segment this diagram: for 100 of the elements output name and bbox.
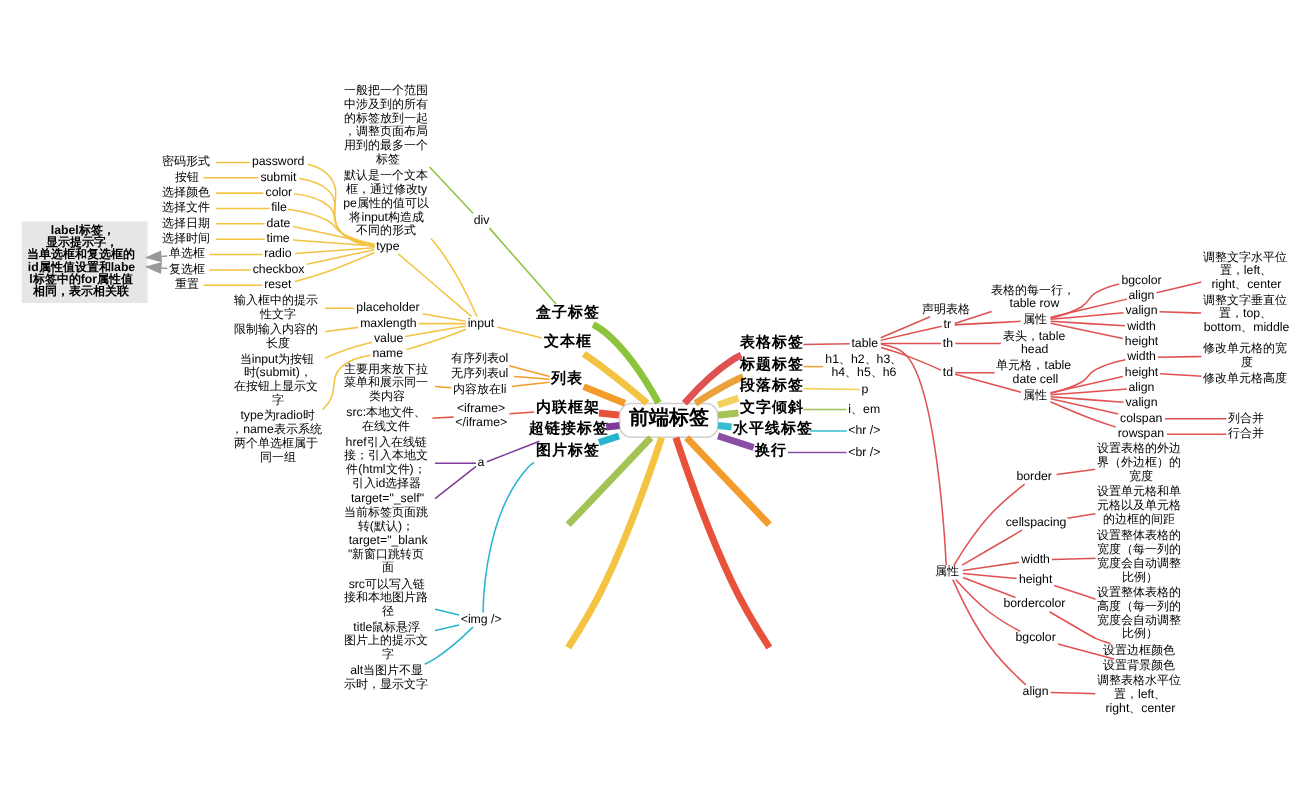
connector: [1049, 388, 1128, 396]
connector: [1053, 584, 1097, 600]
connector: [1049, 320, 1126, 327]
connector: [954, 373, 1022, 393]
connector: [488, 227, 557, 305]
connector: [1157, 355, 1203, 358]
connector: [1159, 373, 1203, 377]
connector: [434, 385, 453, 389]
arrow: [144, 250, 168, 263]
connector: [684, 435, 772, 528]
connector: [582, 383, 627, 407]
connector: [961, 529, 1023, 566]
connector: [202, 284, 263, 286]
node-text: 标题标签: [740, 354, 805, 373]
connector: [1049, 401, 1117, 428]
connector: [202, 177, 260, 179]
connector: [405, 328, 467, 351]
connector: [404, 325, 467, 338]
connector: [324, 326, 359, 333]
connector: [434, 608, 460, 616]
connector: [1055, 468, 1096, 476]
node-text: 列表: [551, 368, 584, 387]
connector: [681, 352, 743, 406]
connector: [215, 207, 271, 210]
arrow: [144, 262, 168, 274]
connector: [215, 238, 266, 240]
connector: [879, 325, 943, 342]
connector: [292, 225, 376, 245]
connector: [1049, 298, 1128, 319]
connector: [208, 253, 264, 256]
connector: [879, 316, 931, 339]
connector: [1164, 418, 1228, 420]
connector: [955, 578, 1022, 633]
connector: [513, 375, 551, 381]
connector: [431, 416, 455, 419]
node-text: 文本框: [543, 331, 592, 350]
node-text: 水平线标签: [733, 419, 814, 438]
node-text: 文字倾斜: [740, 397, 805, 416]
connector: [672, 436, 773, 650]
connector: [508, 365, 551, 378]
node-text: 段落标签: [740, 376, 805, 395]
connector: [1066, 512, 1097, 519]
connector: [802, 387, 861, 391]
connector: [428, 166, 474, 215]
connector: [953, 320, 1022, 326]
connector: [496, 326, 543, 339]
connector: [294, 251, 376, 283]
connector: [581, 351, 650, 406]
connector: [802, 365, 825, 368]
connector: [591, 321, 662, 405]
connector: [953, 310, 993, 325]
connector: [597, 432, 621, 446]
connector: [1049, 691, 1097, 695]
connector: [565, 436, 665, 650]
connector: [486, 440, 541, 463]
connector: [215, 192, 264, 194]
connector: [434, 462, 477, 465]
connector: [962, 572, 1018, 580]
connector: [787, 451, 848, 454]
connector: [417, 322, 467, 325]
connector: [294, 247, 376, 255]
connector: [954, 342, 1002, 345]
node-box: 前端标签: [618, 402, 719, 438]
connector: [879, 342, 942, 345]
connector: [717, 422, 732, 431]
connector: [292, 239, 376, 247]
connector: [1048, 611, 1112, 645]
connector: [1049, 283, 1120, 319]
connector: [306, 163, 376, 248]
connector: [421, 313, 467, 322]
connector: [962, 576, 1017, 599]
connector: [1049, 375, 1124, 394]
connector: [482, 461, 535, 614]
connector: [510, 381, 551, 388]
connector: [880, 346, 942, 371]
connector: [305, 248, 375, 265]
connector: [717, 432, 755, 451]
connector: [809, 430, 848, 432]
node-text: 超链接标签: [529, 419, 610, 438]
connector: [952, 578, 1027, 686]
connector: [962, 561, 1020, 572]
connector: [598, 409, 620, 419]
connector: [1049, 358, 1127, 395]
connector: [802, 343, 851, 346]
connector: [802, 408, 848, 411]
connector: [1049, 322, 1124, 340]
connector: [605, 422, 620, 431]
connector: [1049, 398, 1120, 415]
connector: [508, 411, 535, 415]
connector: [880, 343, 948, 566]
connector: [215, 223, 266, 225]
connector: [293, 192, 376, 247]
connector: [1155, 281, 1203, 294]
connector: [565, 435, 654, 528]
connector: [321, 354, 372, 411]
connector: [424, 626, 474, 665]
connector: [397, 253, 473, 318]
connector: [717, 394, 740, 409]
connector: [1057, 643, 1115, 660]
connector: [1158, 311, 1202, 314]
